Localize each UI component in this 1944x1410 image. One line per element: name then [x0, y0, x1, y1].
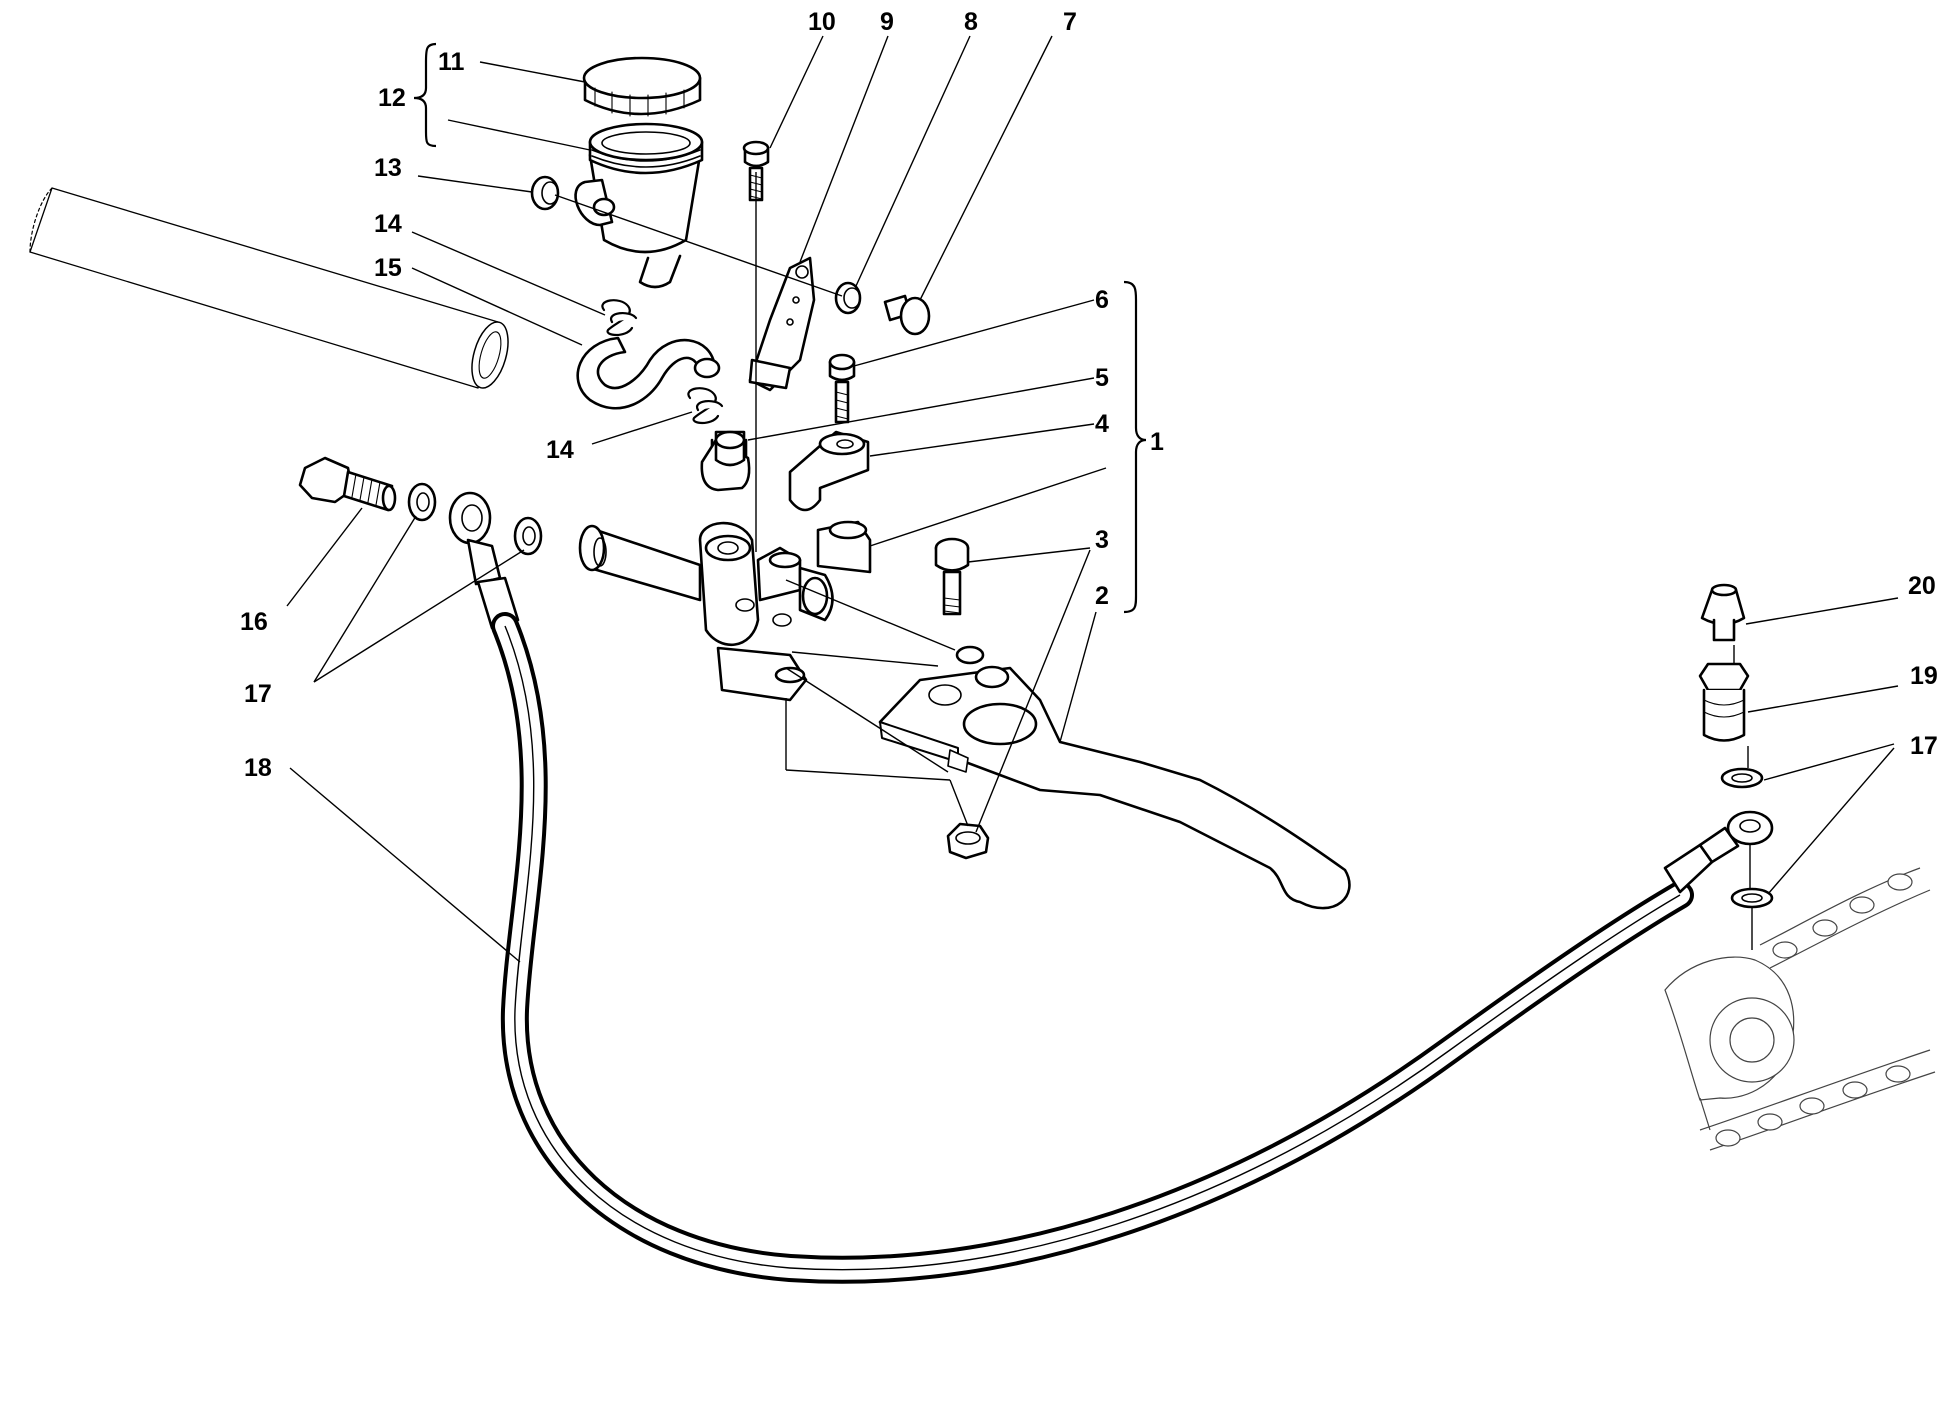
- master-cylinder-body: [578, 521, 834, 702]
- callout-19: 19: [1910, 662, 1938, 690]
- callout-labels: 11 12 13 14 15 14 10 9 8 7 6 5 4 1 3 2 1…: [240, 8, 1938, 782]
- clutch-lever: [878, 665, 1351, 910]
- callout-8: 8: [964, 8, 978, 36]
- callout-9: 9: [880, 8, 894, 36]
- clutch-hydraulic-hose: [491, 612, 1694, 1284]
- mirror-bracket: [748, 256, 816, 392]
- clamp-half-upper: [788, 430, 870, 512]
- copper-washer-right: [513, 516, 543, 556]
- callout-16: 16: [240, 608, 268, 636]
- bleed-valve-cap: [1700, 583, 1746, 642]
- callout-12: 12: [378, 84, 406, 112]
- callout-3: 3: [1095, 526, 1109, 554]
- callout-1: 1: [1150, 428, 1164, 456]
- reservoir-cap: [582, 56, 702, 117]
- callout-5: 5: [1095, 364, 1109, 392]
- lever-pivot-nut: [946, 822, 990, 860]
- callout-17-right: 17: [1910, 732, 1938, 760]
- callout-11: 11: [438, 48, 465, 76]
- handlebar-tube: [29, 187, 509, 389]
- callout-2: 2: [1095, 582, 1109, 610]
- copper-washer-left: [407, 482, 437, 522]
- callout-10: 10: [808, 8, 836, 36]
- rubber-bushing: [834, 281, 862, 315]
- hose-clamp-lower: [687, 387, 724, 425]
- callout-7: 7: [1063, 8, 1077, 36]
- callout-18: 18: [244, 754, 272, 782]
- group-brace-12: [413, 42, 437, 148]
- callout-17-left: 17: [244, 680, 272, 708]
- engine-sprocket-cover: [1664, 956, 1795, 1131]
- drive-chain: [1699, 853, 1936, 1151]
- group-brace-1: [1123, 280, 1147, 614]
- clamp-half-lower: [816, 520, 872, 574]
- callout-15: 15: [374, 254, 402, 282]
- reservoir-hose: [576, 336, 721, 410]
- fluid-reservoir: [574, 122, 704, 289]
- callout-20: 20: [1908, 572, 1936, 600]
- callout-14-upper: 14: [374, 210, 402, 238]
- slave-washer-lower: [1730, 887, 1774, 909]
- slave-washer-upper: [1720, 767, 1764, 789]
- bleed-valve: [1698, 662, 1750, 742]
- hose-fitting: [700, 430, 751, 492]
- banjo-bolt: [298, 456, 397, 512]
- hose-clamp-upper: [601, 299, 638, 337]
- leader-lines: [286, 35, 1899, 963]
- callout-14-lower: 14: [546, 436, 574, 464]
- callout-6: 6: [1095, 286, 1109, 314]
- banjo-fitting-lower: [1663, 810, 1774, 894]
- mounting-screw: [883, 294, 931, 336]
- grommet: [530, 175, 560, 211]
- lever-pivot-bolt: [934, 537, 985, 665]
- clamp-bolt: [828, 353, 856, 424]
- callout-4: 4: [1095, 410, 1109, 438]
- callout-13: 13: [374, 154, 402, 182]
